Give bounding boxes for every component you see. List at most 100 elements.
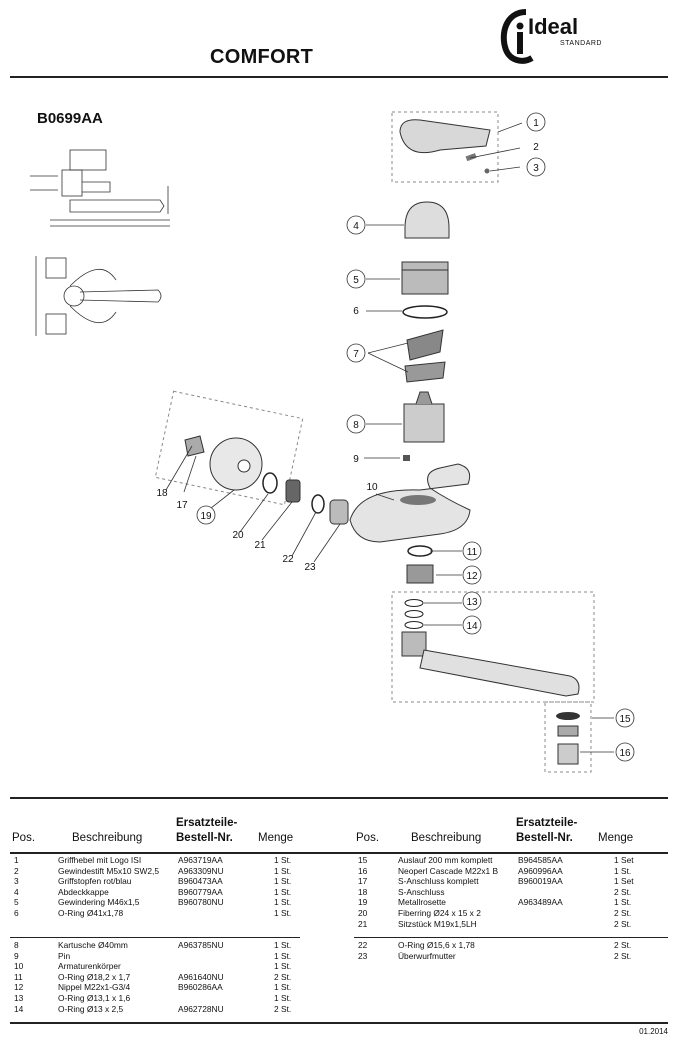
cell-desc: Armaturenkörper	[58, 961, 121, 972]
header-part-right-1: Ersatzteile-	[516, 817, 578, 829]
cell-desc: Nippel M22x1-G3/4	[58, 982, 131, 993]
cell-qty: 1 St.	[614, 865, 632, 876]
cell-desc: Metallrosette	[398, 897, 446, 908]
cell-pos: 6	[14, 908, 19, 918]
callout-10: 10	[366, 482, 378, 493]
cell-pos: 20	[358, 908, 368, 918]
cell-desc: S-Anschluss komplett	[398, 876, 479, 887]
cell-qty: 1 St.	[614, 897, 632, 908]
callout-2: 2	[533, 142, 539, 153]
cell-desc: O-Ring Ø41x1,78	[58, 908, 124, 918]
table-bottom-rule	[10, 1022, 668, 1024]
cell-desc: O-Ring Ø18,2 x 1,7	[58, 971, 131, 982]
cell-pos: 10	[14, 961, 24, 972]
cell-qty: 1 St.	[274, 940, 292, 950]
cell-qty: 1 St.	[274, 886, 292, 897]
logo-text: Ideal	[528, 14, 579, 39]
group-divider-right	[354, 937, 668, 938]
model-number: B0699AA	[37, 110, 103, 127]
dimension-drawing-top	[35, 256, 162, 336]
cell-desc: Gewindestift M5x10 SW2,5	[58, 865, 160, 876]
callout-16: 16	[619, 748, 631, 759]
cell-part: A963309NU	[178, 865, 224, 876]
cell-part: B960286AA	[178, 982, 223, 993]
logo-subtext: STANDARD	[560, 40, 602, 47]
group-divider-left	[10, 937, 300, 938]
callout-1: 1	[533, 118, 539, 129]
revision-date: 01.2014	[639, 1027, 668, 1036]
callout-21: 21	[254, 540, 266, 551]
callout-22: 22	[282, 554, 294, 565]
callout-15: 15	[619, 714, 631, 725]
cell-pos: 4	[14, 886, 19, 897]
cell-pos: 5	[14, 897, 19, 908]
callout-8: 8	[353, 420, 359, 431]
cell-desc: Gewindering M46x1,5	[58, 897, 140, 908]
cell-qty: 2 St.	[274, 1003, 292, 1014]
cell-pos: 14	[14, 1003, 24, 1014]
table-header-rule	[10, 852, 668, 854]
cell-pos: 17	[358, 876, 368, 887]
callout-20: 20	[232, 530, 244, 541]
cell-pos: 13	[14, 993, 24, 1003]
cell-part: A963719AA	[178, 855, 223, 865]
cell-pos: 18	[358, 886, 368, 897]
callout-14: 14	[466, 621, 478, 632]
header-desc-right: Beschreibung	[411, 832, 482, 844]
cell-qty: 1 St.	[274, 982, 292, 993]
header-part-right-2: Bestell-Nr.	[516, 832, 573, 844]
header-part-left-1: Ersatzteile-	[176, 817, 238, 829]
cell-qty: 2 St.	[614, 950, 632, 961]
callout-11: 11	[467, 547, 478, 558]
cell-part: A963785NU	[178, 940, 224, 950]
cell-part: A962728NU	[178, 1003, 224, 1014]
cell-desc: Abdeckkappe	[58, 886, 109, 897]
cell-pos: 8	[14, 940, 19, 950]
callout-19: 19	[200, 511, 212, 522]
cell-qty: 1 St.	[274, 865, 292, 876]
cell-pos: 23	[358, 950, 368, 961]
cell-qty: 1 Set	[614, 876, 634, 887]
cell-qty: 2 St.	[614, 886, 632, 897]
header-qty-right: Menge	[598, 832, 634, 844]
table-top-rule	[10, 797, 668, 799]
callout-markers	[196, 112, 635, 762]
cell-qty: 1 St.	[274, 855, 292, 865]
cell-pos: 2	[14, 865, 19, 876]
cell-pos: 3	[14, 876, 19, 887]
cell-pos: 11	[14, 971, 23, 982]
dimension-drawing-side	[30, 149, 170, 227]
page-title: COMFORT	[210, 46, 314, 68]
callout-23: 23	[304, 562, 316, 573]
cell-qty: 2 St.	[274, 971, 292, 982]
header-desc-left: Beschreibung	[72, 832, 143, 844]
cell-pos: 19	[358, 897, 368, 908]
cell-part: B960779AA	[178, 886, 223, 897]
cell-desc: O-Ring Ø13,1 x 1,6	[58, 993, 131, 1003]
cell-desc: Auslauf 200 mm komplett	[398, 855, 493, 865]
cell-part: A961640NU	[178, 971, 224, 982]
cell-qty: 1 St.	[274, 950, 292, 961]
exploded-view-drawing: 1 2 3 4 5 6 7 8 9 10 11 12 13 14 15 16 1…	[30, 111, 635, 773]
cell-qty: 1 St.	[274, 897, 292, 908]
header-part-left-2: Bestell-Nr.	[176, 832, 233, 844]
cell-part: A960996AA	[518, 865, 563, 876]
cell-desc: Fiberring Ø24 x 15 x 2	[398, 908, 481, 918]
cell-qty: 2 St.	[614, 918, 632, 929]
cell-desc: O-Ring Ø15,6 x 1,78	[398, 940, 475, 950]
cell-desc: Neoperl Cascade M22x1 B	[398, 865, 499, 876]
cell-qty: 2 St.	[614, 940, 632, 950]
callout-13: 13	[466, 597, 478, 608]
cell-desc: Überwurfmutter	[398, 950, 456, 961]
header-qty-left: Menge	[258, 832, 294, 844]
cell-pos: 1	[14, 855, 19, 865]
callout-17: 17	[176, 500, 188, 511]
ideal-standard-logo	[500, 9, 534, 64]
callout-6: 6	[353, 306, 359, 317]
callout-18: 18	[156, 488, 168, 499]
cell-desc: Griffhebel mit Logo ISI	[58, 855, 142, 865]
cell-desc: Sitzstück M19x1,5LH	[398, 918, 477, 929]
cell-pos: 22	[358, 940, 368, 950]
cell-desc: O-Ring Ø13 x 2,5	[58, 1003, 124, 1014]
cell-desc: Kartusche Ø40mm	[58, 940, 128, 950]
